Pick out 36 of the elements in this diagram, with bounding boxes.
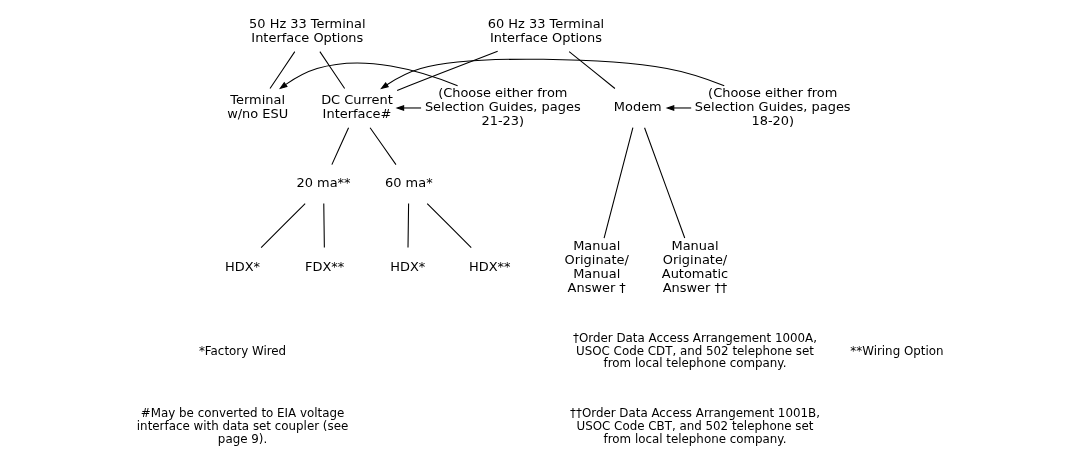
- node-text: 60 ma*: [385, 175, 433, 191]
- connector: [260, 203, 306, 249]
- node-text: HDX*: [225, 258, 261, 274]
- label: *Factory Wired: [198, 343, 287, 358]
- node-text: DC Current Interface#: [321, 92, 393, 122]
- connector: [407, 203, 410, 249]
- connector: [426, 203, 472, 249]
- connector: [644, 127, 686, 239]
- connector: [331, 127, 350, 166]
- arrow: [380, 58, 725, 90]
- arrow: [395, 104, 422, 111]
- connector: [396, 50, 499, 92]
- node-text: Manual Originate/ Automatic Answer ††: [661, 237, 729, 295]
- node-text: 20 ma**: [296, 175, 351, 191]
- connector: [568, 51, 616, 90]
- node-text: Terminal w/no ESU: [227, 92, 289, 122]
- connector: [369, 127, 397, 166]
- node-text: (Choose either from Selection Guides, pages 21-23): [424, 85, 581, 129]
- node-text: 50 Hz 33 Terminal Interface Options: [249, 16, 366, 46]
- node-text: FDX**: [305, 258, 345, 274]
- connector: [269, 51, 296, 90]
- arrow: [665, 104, 692, 111]
- label: ††Order Data Access Arrangement 1001B, USOC Code CBT, and 502 telephone set from local telephone company.: [570, 406, 820, 447]
- node-text: Modem: [613, 99, 662, 115]
- node-text: HDX*: [390, 258, 426, 274]
- label: †Order Data Access Arrangement 1000A, USOC Code CDT, and 502 telephone set from local telephone company.: [573, 330, 817, 371]
- arrow: [279, 62, 459, 90]
- connector: [603, 127, 634, 239]
- node-text: 60 Hz 33 Terminal Interface Options: [487, 16, 605, 46]
- connector: [323, 203, 325, 249]
- node-text: Manual Originate/ Manual Answer †: [564, 237, 629, 295]
- node-text: (Choose either from Selection Guides, pages 18-20): [694, 85, 851, 129]
- connector: [319, 51, 346, 90]
- label: **Wiring Option: [850, 343, 944, 358]
- label: #May be converted to EIA voltage interface with data set coupler (see page 9).: [136, 406, 349, 447]
- node-text: HDX**: [469, 258, 511, 274]
